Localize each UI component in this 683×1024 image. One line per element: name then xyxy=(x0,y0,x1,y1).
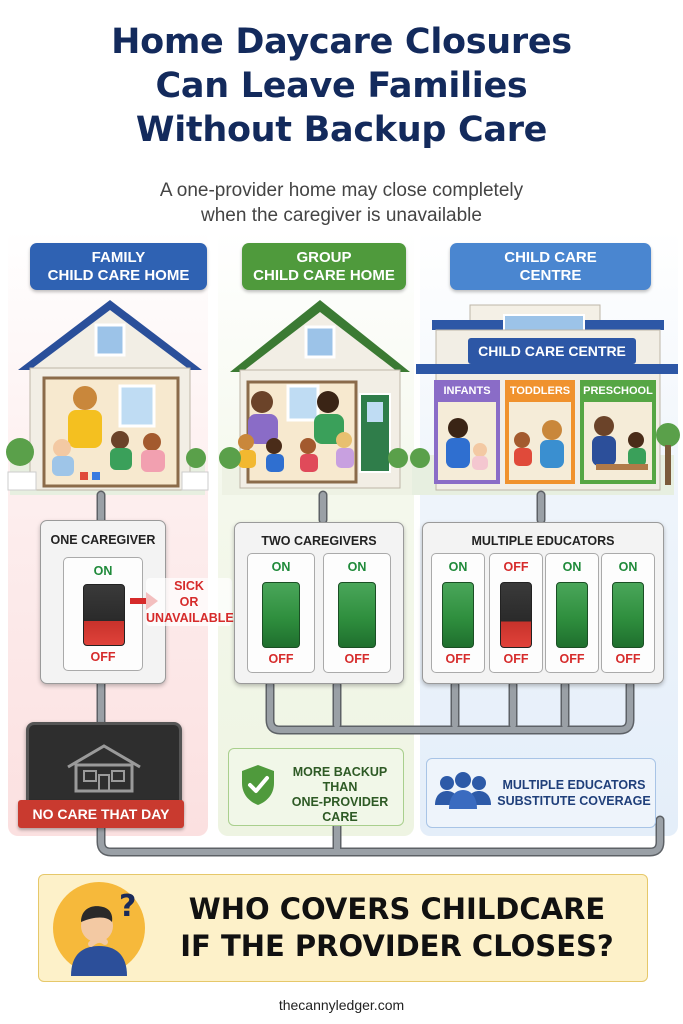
family-header-line-2: CHILD CARE HOME xyxy=(47,266,190,284)
thinking-person-icon: ? xyxy=(53,882,145,976)
switch-off-label: OFF xyxy=(445,652,471,666)
callout-line-2: OR xyxy=(179,595,199,609)
group-panel-label: TWO CAREGIVERS xyxy=(261,534,377,548)
centre-building-illustration xyxy=(410,304,680,495)
group-switch-plate-1: ON OFF xyxy=(247,553,315,673)
shield-check-icon xyxy=(242,765,274,805)
room-label-preschool: PRESCHOOL xyxy=(583,385,653,397)
substitute-line-1: MULTIPLE EDUCATORS xyxy=(502,778,646,792)
educator-switch-2[interactable] xyxy=(500,582,532,648)
connector-pipes xyxy=(96,490,665,857)
group-header-line-2: CHILD CARE HOME xyxy=(253,266,395,284)
switch-off-label: OFF xyxy=(615,652,641,666)
switch-top-label: ON xyxy=(562,560,582,574)
switch-top-label: ON xyxy=(618,560,638,574)
callout-line-1: SICK xyxy=(174,579,204,593)
switch-off-label: OFF xyxy=(559,652,585,666)
group-switch-panel: TWO CAREGIVERS ON OFF ON OFF xyxy=(234,522,404,684)
subtitle-line-1: A one-provider home may close completely xyxy=(159,180,524,201)
no-care-label: NO CARE THAT DAY xyxy=(18,800,184,828)
centre-header-line-2: CENTRE xyxy=(519,266,582,284)
family-switch-plate: ON OFF xyxy=(63,557,143,671)
centre-panel-label: MULTIPLE EDUCATORS xyxy=(471,534,615,548)
group-header-line-1: GROUP xyxy=(296,248,352,266)
switch-top-label: ON xyxy=(448,560,468,574)
centre-switch-panel: MULTIPLE EDUCATORS ON OFF OFF OFF ON OFF… xyxy=(422,522,664,684)
more-backup-line-1: MORE BACKUP xyxy=(292,765,388,779)
question-text: WHO COVERS CHILDCARE IF THE PROVIDER CLO… xyxy=(157,891,637,965)
buildings-illustration xyxy=(6,300,680,495)
substitute-line-2: SUBSTITUTE COVERAGE xyxy=(497,794,651,808)
more-backup-line-2: THAN xyxy=(322,780,358,794)
centre-switch-plate-2: OFF OFF xyxy=(489,553,543,673)
educator-switch-3[interactable] xyxy=(556,582,588,648)
callout-line-3: UNAVAILABLE xyxy=(146,611,234,625)
room-label-infants: INFANTS xyxy=(443,385,491,397)
question-line-2: IF THE PROVIDER CLOSES? xyxy=(180,929,614,963)
footer-source: thecannyledger.com xyxy=(278,997,405,1013)
centre-switch-plate-4: ON OFF xyxy=(601,553,655,673)
more-backup-card: MORE BACKUP THAN ONE-PROVIDER CARE xyxy=(228,748,404,826)
question-line-1: WHO COVERS CHILDCARE xyxy=(188,892,606,926)
family-caregiver-switch[interactable] xyxy=(83,584,125,646)
switch-off-label: OFF xyxy=(503,652,529,666)
family-header-line-1: FAMILY xyxy=(91,248,146,266)
centre-switch-plate-1: ON OFF xyxy=(431,553,485,673)
group-caregiver-switch-2[interactable] xyxy=(338,582,376,648)
subtitle: A one-provider home may close completely… xyxy=(0,178,683,228)
switch-on-label: ON xyxy=(271,560,291,574)
page-title: Home Daycare Closures Can Leave Families… xyxy=(0,20,683,152)
title-line-2: Can Leave Families xyxy=(155,66,528,106)
switch-off-label: OFF xyxy=(268,652,294,666)
switch-top-label: OFF xyxy=(503,560,529,574)
title-line-1: Home Daycare Closures xyxy=(111,22,572,62)
more-backup-text: MORE BACKUP THAN ONE-PROVIDER CARE xyxy=(279,765,401,825)
group-home-illustration xyxy=(219,300,412,495)
house-icon xyxy=(67,744,141,793)
centre-building-sign: CHILD CARE CENTRE xyxy=(478,343,626,359)
switch-on-label: ON xyxy=(93,564,113,578)
group-switch-plate-2: ON OFF xyxy=(323,553,391,673)
question-banner: ? WHO COVERS CHILDCARE IF THE PROVIDER C… xyxy=(38,874,648,982)
centre-header-line-1: CHILD CARE xyxy=(504,248,597,266)
people-group-icon xyxy=(435,772,491,809)
unavailable-callout: SICK OR UNAVAILABLE xyxy=(146,578,234,626)
family-panel-label: ONE CAREGIVER xyxy=(50,533,156,547)
switch-off-label: OFF xyxy=(90,650,116,664)
subtitle-line-2: when the caregiver is unavailable xyxy=(201,205,482,226)
switch-on-label: ON xyxy=(347,560,367,574)
substitute-coverage-card: MULTIPLE EDUCATORS SUBSTITUTE COVERAGE xyxy=(426,758,656,828)
substitute-coverage-text: MULTIPLE EDUCATORS SUBSTITUTE COVERAGE xyxy=(495,777,653,809)
family-switch-panel: ONE CAREGIVER ON OFF xyxy=(40,520,166,684)
room-label-toddlers: TODDLERS xyxy=(509,385,571,397)
educator-switch-4[interactable] xyxy=(612,582,644,648)
centre-switch-plate-3: ON OFF xyxy=(545,553,599,673)
more-backup-line-3: ONE-PROVIDER CARE xyxy=(291,795,389,824)
switch-off-label: OFF xyxy=(344,652,370,666)
title-line-3: Without Backup Care xyxy=(135,110,548,150)
svg-text:?: ? xyxy=(119,889,136,924)
group-caregiver-switch-1[interactable] xyxy=(262,582,300,648)
family-home-illustration xyxy=(6,300,209,495)
educator-switch-1[interactable] xyxy=(442,582,474,648)
